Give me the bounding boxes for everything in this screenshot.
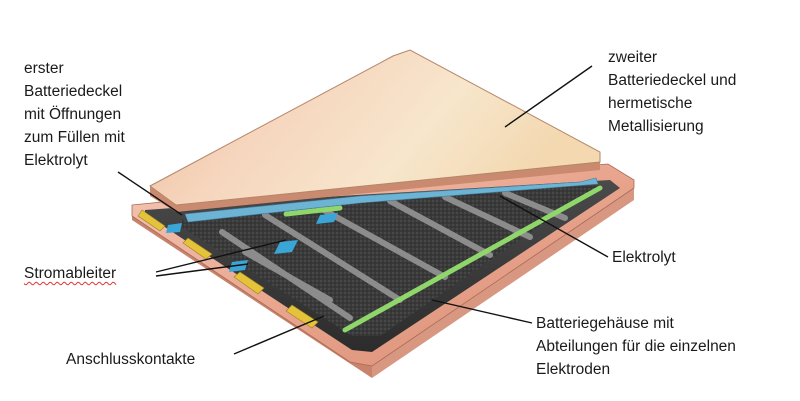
label-terminal-contacts: Anschlusskontakte xyxy=(66,348,195,371)
housing-side-right xyxy=(372,188,634,378)
label-line: Stromableiter xyxy=(24,265,117,282)
leader-housing xyxy=(431,299,533,324)
label-line: Anschlusskontakte xyxy=(66,351,196,368)
terminal-contact xyxy=(137,209,166,232)
lid-edge xyxy=(150,162,600,212)
collector-tab xyxy=(274,240,298,254)
label-first-battery-lid: erster Batteriedeckel mit Öffnungen zum … xyxy=(24,57,125,172)
collector-tab xyxy=(316,213,338,224)
label-line: Batteriedeckel und xyxy=(608,72,737,89)
leader-lines xyxy=(117,65,609,355)
leader-first-lid xyxy=(117,171,183,216)
leader-collector-1 xyxy=(155,239,287,273)
second-battery-lid xyxy=(149,49,601,212)
label-line: mit Öffnungen xyxy=(24,106,122,123)
leader-second-lid xyxy=(504,65,593,128)
terminal-contact xyxy=(233,271,265,295)
label-line: zum Füllen mit xyxy=(24,129,125,146)
label-line: hermetische xyxy=(608,95,693,112)
leader-terminal xyxy=(233,315,325,355)
label-line: Elektrolyt xyxy=(24,152,88,169)
lid-seal-layer xyxy=(184,177,599,223)
lid-top-surface xyxy=(149,49,601,206)
electrode-compartments xyxy=(137,185,603,336)
label-line: Abteilungen für die einzelnen xyxy=(536,338,736,355)
current-collector-tabs xyxy=(166,213,338,272)
label-line: Metallisierung xyxy=(608,118,704,135)
collector-tab xyxy=(166,223,182,233)
label-line: Elektrolyt xyxy=(612,249,676,266)
leader-collector-2 xyxy=(155,263,249,277)
leader-electrolyte xyxy=(499,195,609,258)
separator-strips xyxy=(283,185,603,333)
label-current-collector: Stromableiter xyxy=(24,262,116,285)
label-line: zweiter xyxy=(608,49,658,66)
label-line: Batteriedeckel xyxy=(24,83,123,100)
label-line: erster xyxy=(24,60,64,77)
label-electrolyte: Elektrolyt xyxy=(612,246,676,269)
label-battery-housing: Batteriegehäuse mit Abteilungen für die … xyxy=(536,312,736,381)
label-line: Elektroden xyxy=(536,361,611,378)
label-line: Batteriegehäuse mit xyxy=(536,315,674,332)
collector-tab xyxy=(229,260,248,272)
label-second-battery-lid: zweiter Batteriedeckel und hermetische M… xyxy=(608,46,736,138)
compartment-walls xyxy=(219,190,568,321)
